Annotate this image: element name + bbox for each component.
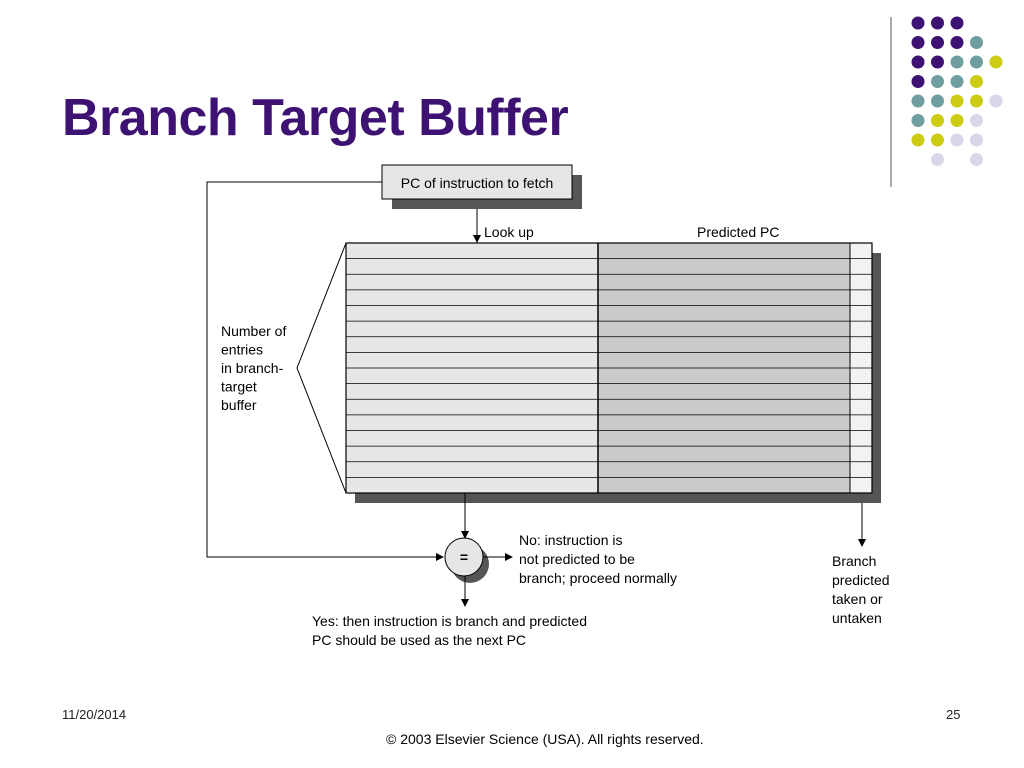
slide-title: Branch Target Buffer [62, 89, 569, 147]
no-label-line: not predicted to be [519, 551, 635, 567]
compare-symbol: = [460, 549, 468, 565]
decorative-dot [931, 153, 944, 166]
decorative-dot [931, 55, 944, 69]
decorative-dot [931, 114, 944, 127]
decorative-dot [931, 16, 944, 30]
entries-label-line: entries [221, 342, 263, 358]
decorative-dot [950, 55, 964, 69]
branch-label-line: predicted [832, 572, 890, 588]
copyright-notice: © 2003 Elsevier Science (USA). All right… [386, 731, 704, 747]
decorative-dot [950, 16, 964, 30]
decorative-dot [911, 114, 925, 127]
yes-label: Yes: then instruction is branch and pred… [312, 613, 591, 648]
buffer-table [345, 242, 873, 494]
branch-label-line: untaken [832, 610, 882, 626]
entries-label: Number of entries in branch- target buff… [221, 323, 290, 413]
feedback-line [206, 181, 444, 561]
no-label-line: branch; proceed normally [519, 570, 677, 586]
decorative-dot [950, 75, 964, 88]
decorative-dot [911, 16, 925, 30]
decorative-dot [970, 114, 983, 127]
decorative-dot [970, 133, 983, 147]
decorative-dot [970, 55, 983, 69]
decorative-dot [970, 94, 983, 108]
decorative-dot [970, 75, 983, 88]
entries-label-line: buffer [221, 397, 257, 413]
branch-label-line: taken or [832, 591, 883, 607]
decorative-dot [950, 36, 964, 49]
decorative-dot [950, 94, 964, 108]
decorative-dot [931, 36, 944, 49]
decorative-dot [989, 55, 1003, 69]
decorative-dot [931, 133, 944, 147]
yes-label-line: PC should be used as the next PC [312, 632, 526, 648]
decorative-dot [911, 94, 925, 108]
entries-label-line: target [221, 379, 257, 395]
decorative-dot [989, 94, 1003, 108]
decorative-dot [950, 114, 964, 127]
entries-label-line: in branch- [221, 360, 284, 376]
decorative-dot [970, 36, 983, 49]
branch-label: Branch predicted taken or untaken [832, 553, 893, 626]
slide-page-number: 25 [946, 707, 961, 722]
decorative-dot [911, 55, 925, 69]
pc-box-label: PC of instruction to fetch [401, 175, 554, 191]
yes-label-line: Yes: then instruction is branch and pred… [312, 613, 587, 629]
dot-grid [911, 16, 1003, 166]
decorative-dot [911, 133, 925, 147]
buffer-rows [346, 258, 872, 478]
slide-date: 11/20/2014 [62, 707, 127, 722]
lookup-label: Look up [484, 224, 534, 240]
decorative-dot [950, 133, 964, 147]
predicted-pc-label: Predicted PC [697, 224, 779, 240]
decorative-dot [931, 94, 944, 108]
no-label-line: No: instruction is [519, 532, 622, 548]
decorative-dot [931, 75, 944, 88]
pc-box [381, 164, 573, 200]
branch-label-line: Branch [832, 553, 876, 569]
entries-bracket [296, 242, 347, 494]
decorative-dot [911, 36, 925, 49]
decorative-dot [970, 153, 983, 166]
entries-label-line: Number of [221, 323, 286, 339]
no-label: No: instruction is not predicted to be b… [519, 532, 677, 586]
decorative-dot [911, 75, 925, 88]
